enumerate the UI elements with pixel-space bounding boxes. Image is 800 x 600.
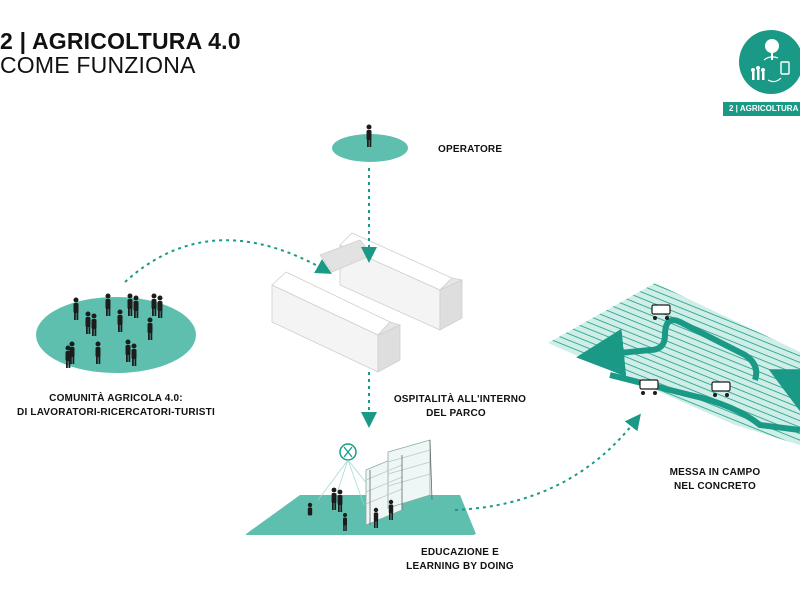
label-educazione-line2: LEARNING BY DOING: [406, 561, 514, 572]
operatore-platform: [332, 124, 408, 162]
logo-emblem: [739, 30, 800, 94]
tree-icon: [765, 39, 779, 60]
person-figure: [366, 124, 372, 147]
label-ospitalita-line1: OSPITALITÀ ALL'INTERNO: [393, 394, 527, 405]
field-platform: [548, 283, 800, 445]
label-comunita-line2: DI LAVORATORI-RICERCATORI-TURISTI: [17, 407, 215, 418]
education-figures: [307, 487, 394, 531]
education-platform: [245, 439, 476, 535]
park-buildings: [271, 232, 464, 373]
label-operatore: OPERATORE: [438, 143, 502, 157]
label-ospitalita: OSPITALITÀ ALL'INTERNO DEL PARCO: [390, 393, 530, 421]
community-figures: [65, 293, 163, 368]
people-icon: [751, 66, 765, 80]
arrow-education-to-field: [454, 413, 641, 511]
label-comunita: COMUNITÀ AGRICOLA 4.0: DI LAVORATORI-RIC…: [0, 392, 232, 420]
label-messa: MESSA IN CAMPO NEL CONCRETO: [660, 466, 770, 494]
label-educazione: EDUCAZIONE E LEARNING BY DOING: [396, 546, 524, 574]
label-messa-line1: MESSA IN CAMPO: [669, 467, 761, 478]
robot-icon: [639, 304, 731, 392]
section-badge: 2 | AGRICOLTURA 4.0: [723, 102, 800, 116]
education-symbol-icon: [339, 443, 357, 461]
label-educazione-line1: EDUCAZIONE E: [421, 547, 499, 558]
label-comunita-line1: COMUNITÀ AGRICOLA 4.0:: [49, 393, 183, 404]
arrow-community-to-buildings: [124, 239, 332, 283]
page-subtitle: COME FUNZIONA: [0, 52, 196, 78]
page-title: 2 | AGRICOLTURA 4.0: [0, 28, 241, 54]
label-ospitalita-line2: DEL PARCO: [426, 408, 486, 419]
flow-arrows: [124, 168, 641, 511]
label-messa-line2: NEL CONCRETO: [673, 481, 757, 492]
tablet-icon: [780, 61, 790, 75]
community-platform: [36, 293, 196, 373]
cycle-arrows-icon: [763, 56, 782, 83]
label-operatore-line1: OPERATORE: [438, 144, 503, 155]
